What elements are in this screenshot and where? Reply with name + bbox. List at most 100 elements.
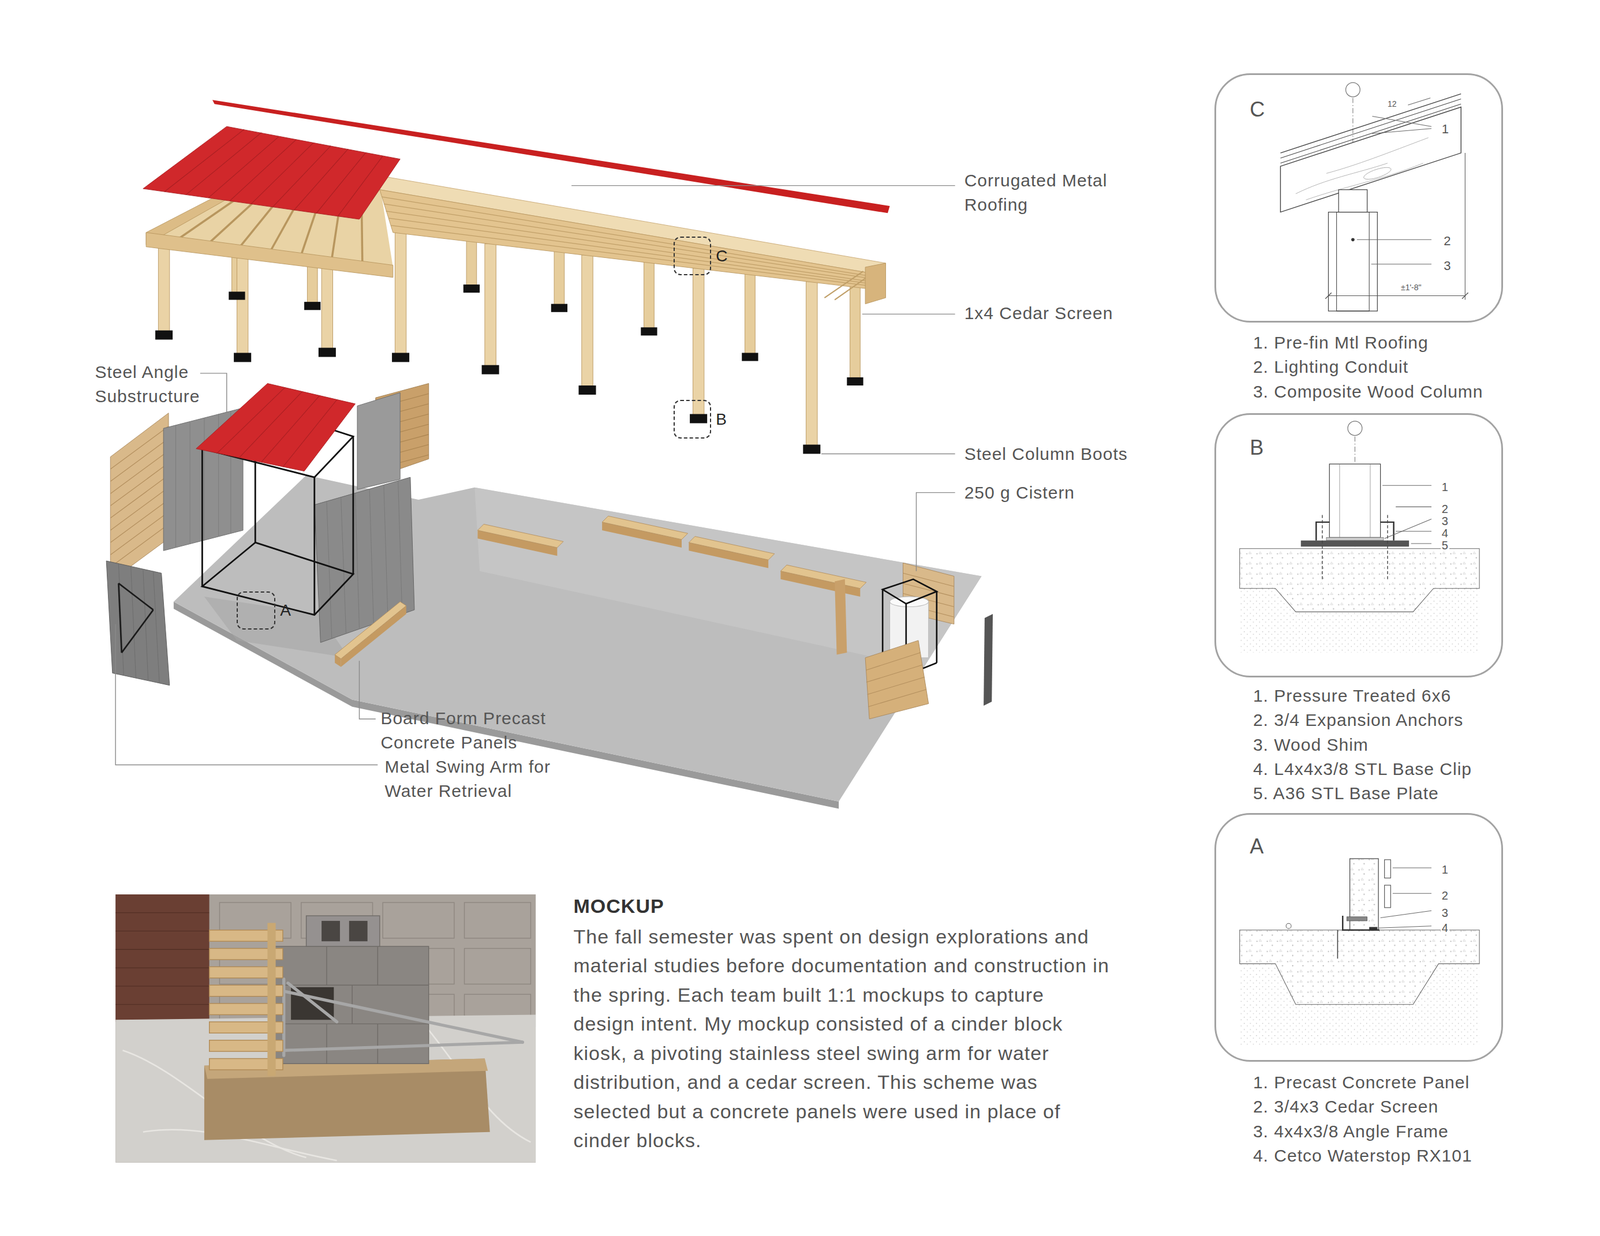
- detail-drawing: [1239, 858, 1480, 1046]
- detail-drawing: [1464, 152, 1466, 300]
- leader-line: [862, 313, 956, 315]
- corrugated-roof: [208, 136, 279, 198]
- kiosk: [110, 475, 169, 519]
- detail-drawing: [1378, 868, 1432, 929]
- detail-drawing: [1322, 515, 1388, 582]
- kiosk: [110, 487, 169, 531]
- corrugated-roof: [293, 148, 349, 211]
- bench: [334, 516, 867, 668]
- kiosk: [196, 383, 356, 472]
- callout-number: 3: [1442, 259, 1452, 274]
- kiosk: [352, 436, 354, 575]
- kiosk: [398, 481, 403, 616]
- steel-column-boot: [802, 445, 821, 455]
- steel-column-boot: [155, 284, 864, 454]
- callout-number: 1: [1440, 122, 1450, 137]
- corrugated-roof: [164, 129, 383, 216]
- timber-column: [644, 260, 655, 332]
- detail-drawing: [1369, 927, 1378, 931]
- timber-column: [236, 251, 248, 358]
- detail-drawing: [1337, 930, 1339, 959]
- leader-line: [916, 492, 955, 572]
- mockup-photo: [204, 1058, 491, 1140]
- corrugated-roof: [143, 99, 891, 220]
- detail-key-item: 5. A36 STL Base Plate: [1253, 781, 1439, 806]
- detail-letter: A: [1248, 835, 1265, 858]
- mockup-photo: [288, 983, 338, 1023]
- detail-drawing: [1384, 885, 1392, 908]
- cistern: [865, 640, 929, 720]
- part-label: 250 g Cistern: [964, 480, 1075, 506]
- kiosk: [201, 449, 204, 588]
- bench: [341, 606, 407, 668]
- detail-callout-box: A: [236, 591, 276, 630]
- steel-column-boot: [578, 385, 596, 395]
- detail-drawing: [1329, 464, 1381, 538]
- kiosk: [357, 392, 400, 490]
- steel-column-boot: [391, 352, 410, 362]
- kiosk: [110, 426, 169, 568]
- corrugated-roof: [251, 142, 314, 204]
- detail-drawing: [1280, 82, 1468, 312]
- steel-column-boot: [551, 304, 568, 313]
- leader-line: [115, 624, 378, 766]
- detail-drawing: [1384, 860, 1392, 879]
- mockup-photo: [377, 1023, 379, 1064]
- cedar-screen: [385, 211, 884, 284]
- concrete-slab: [173, 475, 982, 803]
- detail-drawing: [1239, 421, 1480, 653]
- kiosk: [121, 610, 154, 653]
- dimension: ±1'-8": [1399, 282, 1423, 293]
- mockup-photo: [283, 991, 523, 1043]
- mockup-photo: [326, 1023, 327, 1064]
- callout-number: 5: [1440, 539, 1450, 552]
- part-label: Metal Swing Arm for Water Retrieval: [384, 754, 575, 804]
- mockup-photo: [115, 949, 210, 951]
- detail-key-item: 3. 4x4x3/8 Angle Frame: [1253, 1119, 1449, 1145]
- callout-letter: C: [715, 248, 728, 265]
- kiosk: [110, 511, 169, 555]
- mockup-photo: [464, 948, 532, 985]
- steel-column-boot: [640, 327, 657, 336]
- corrugated-roof: [337, 155, 383, 216]
- detail-drawing: [1321, 515, 1323, 582]
- kiosk: [341, 497, 347, 634]
- mockup-photo: [115, 967, 210, 969]
- steel-column-boot: [741, 352, 758, 361]
- detail-key-item: 4. Cetco Waterstop RX101: [1253, 1144, 1473, 1169]
- leader-line: [821, 453, 956, 455]
- kiosk: [189, 422, 191, 544]
- callout-letter: B: [715, 411, 727, 428]
- cistern: [868, 689, 927, 708]
- detail-drawing: [1301, 540, 1409, 548]
- mockup-photo: [115, 1004, 210, 1005]
- kiosk: [110, 438, 169, 482]
- detail-key-item: 3. Composite Wood Column: [1253, 379, 1484, 405]
- callout-number: 2: [1440, 502, 1450, 516]
- corrugated-roof: [143, 126, 400, 220]
- leader-line: [115, 185, 956, 766]
- detail-key-item: 1. Precast Concrete Panel: [1253, 1070, 1470, 1095]
- corrugated-roof: [316, 152, 366, 213]
- detail-key-item: 1. Pressure Treated 6x6: [1253, 683, 1452, 709]
- mockup-photo: [115, 913, 210, 1005]
- detail-drawing: [1326, 537, 1384, 541]
- kiosk: [110, 413, 169, 582]
- kiosk: [110, 524, 169, 567]
- detail-drawing: [1328, 212, 1378, 312]
- mockup-photo: [115, 985, 210, 987]
- steel-column-boot: [233, 352, 252, 362]
- cistern: [935, 591, 938, 664]
- detail-drawing: [1346, 82, 1361, 97]
- kiosk: [131, 566, 137, 679]
- detail-drawing: [1384, 519, 1432, 540]
- part-label: Board Form Precast Concrete Panels: [380, 706, 571, 755]
- callout-number: 2: [1442, 234, 1452, 249]
- section-heading: MOCKUP: [573, 894, 665, 918]
- leader-line: [571, 185, 956, 186]
- callout-number: 4: [1440, 526, 1450, 540]
- steel-column-boot: [228, 291, 245, 300]
- detail-drawing: [1395, 506, 1432, 508]
- mockup-photo: [349, 921, 368, 942]
- steel-column-boot: [689, 414, 708, 424]
